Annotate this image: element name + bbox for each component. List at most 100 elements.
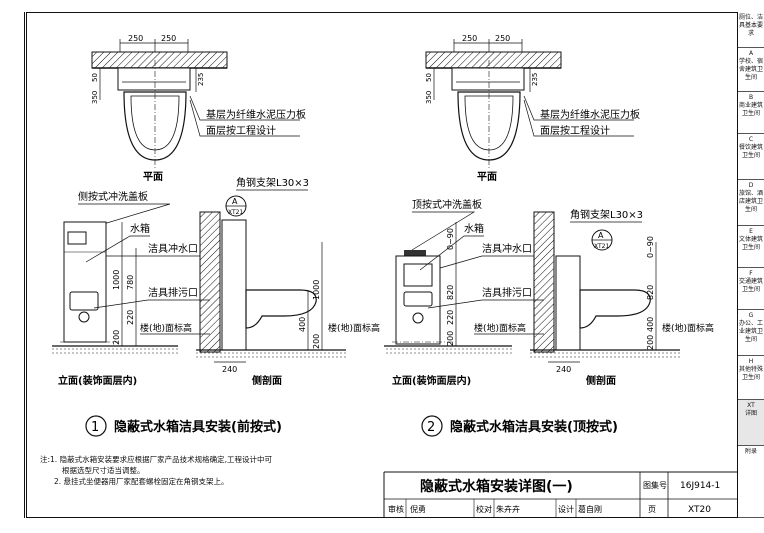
caption-right: 隐蔽式水箱洁具安装(顶按式) bbox=[450, 419, 618, 435]
side-tab-code: B bbox=[748, 94, 754, 101]
side-tab-label: 详图 bbox=[744, 410, 757, 417]
drawing-title: 隐蔽式水箱安装详图(一) bbox=[420, 478, 573, 495]
svg-text:820: 820 bbox=[446, 285, 455, 300]
svg-text:50: 50 bbox=[91, 73, 99, 82]
svg-text:240: 240 bbox=[222, 365, 237, 374]
svg-text:A: A bbox=[598, 231, 604, 240]
side-tab-label: 旅馆、酒店建筑卫生间 bbox=[738, 190, 763, 213]
tank-label: 水箱 bbox=[130, 222, 150, 235]
svg-text:立面(装饰面层内): 立面(装饰面层内) bbox=[392, 374, 471, 387]
side-tab-label: 厕位、洁具基本要求 bbox=[738, 14, 763, 37]
svg-text:设计: 设计 bbox=[558, 504, 574, 514]
side-tab-label: 附录 bbox=[744, 448, 757, 455]
svg-text:洁具冲水口: 洁具冲水口 bbox=[482, 242, 532, 255]
svg-text:XT21: XT21 bbox=[594, 243, 609, 250]
note-line-1: 注:1. 隐蔽式水箱安装要求应根据厂家产品技术规格确定,工程设计中可 bbox=[40, 455, 272, 464]
angle-bracket-label: 角钢支架L30×3 bbox=[236, 176, 309, 189]
svg-text:楼(地)面标高: 楼(地)面标高 bbox=[662, 322, 714, 334]
svg-text:250: 250 bbox=[495, 34, 510, 43]
note-line-2: 根据选型尺寸适当调整。 bbox=[62, 466, 145, 475]
svg-text:XT21: XT21 bbox=[228, 209, 243, 216]
svg-text:侧剖面: 侧剖面 bbox=[586, 374, 616, 387]
elevation-label: 立面(装饰面层内) bbox=[58, 374, 137, 387]
svg-text:1000: 1000 bbox=[112, 270, 121, 290]
right-detail: 250 250 50 350 235 基层为纤维水泥压力板 面层按工程设计 平面… bbox=[384, 34, 714, 437]
side-tab-code: G bbox=[748, 312, 754, 319]
svg-text:200: 200 bbox=[446, 331, 455, 346]
svg-text:200: 200 bbox=[646, 335, 655, 350]
note-base: 基层为纤维水泥压力板 bbox=[206, 108, 306, 121]
elevation-flush-plate bbox=[67, 231, 87, 245]
side-tab-basic[interactable]: 厕位、洁具基本要求 bbox=[738, 12, 764, 48]
svg-text:240: 240 bbox=[556, 365, 571, 374]
svg-text:楼(地)面标高: 楼(地)面标高 bbox=[328, 322, 380, 334]
svg-text:250: 250 bbox=[462, 34, 477, 43]
plan-tank bbox=[117, 67, 191, 91]
side-tab-code: D bbox=[748, 182, 754, 189]
svg-text:顶按式冲洗盖板: 顶按式冲洗盖板 bbox=[412, 198, 482, 211]
title-block: 隐蔽式水箱安装详图(一) 图集号 16J914-1 页 XT20 审核 倪勇 校… bbox=[383, 471, 738, 518]
svg-text:2: 2 bbox=[427, 420, 435, 435]
svg-text:洁具排污口: 洁具排污口 bbox=[482, 286, 532, 299]
note-finish: 面层按工程设计 bbox=[206, 124, 276, 137]
side-tab-label: 办公、工业建筑卫生间 bbox=[738, 320, 763, 343]
caption-left: 隐蔽式水箱洁具安装(前按式) bbox=[114, 419, 282, 435]
side-tab-code: A bbox=[748, 50, 754, 57]
side-tab-label: 交通建筑卫生间 bbox=[738, 278, 763, 293]
elevation-floor bbox=[52, 346, 178, 356]
svg-text:50: 50 bbox=[425, 73, 433, 82]
dim-250-a: 250 bbox=[128, 34, 143, 43]
svg-text:200: 200 bbox=[312, 334, 321, 349]
svg-text:倪勇: 倪勇 bbox=[410, 504, 426, 514]
dim-250-b: 250 bbox=[161, 34, 176, 43]
side-tab-label: 文体建筑卫生间 bbox=[738, 236, 763, 251]
svg-text:1000: 1000 bbox=[312, 280, 321, 300]
section-toilet bbox=[245, 289, 317, 329]
svg-text:400: 400 bbox=[646, 317, 655, 332]
svg-text:角钢支架L30×3: 角钢支架L30×3 bbox=[570, 208, 643, 221]
left-detail: 250 250 50 350 235 基层为纤维水泥压力板 面层按工程设计 平面… bbox=[52, 34, 380, 437]
notes: 注:1. 隐蔽式水箱安装要求应根据厂家产品技术规格确定,工程设计中可 根据选型尺… bbox=[40, 454, 272, 487]
side-tab-label: 餐饮建筑卫生间 bbox=[738, 144, 763, 159]
svg-text:235: 235 bbox=[531, 73, 539, 86]
section-tank bbox=[221, 219, 247, 351]
svg-text:审核: 审核 bbox=[388, 504, 404, 514]
drawing-frame bbox=[26, 12, 738, 518]
inlet-label: 洁具冲水口 bbox=[148, 242, 198, 255]
side-tab-code: F bbox=[749, 270, 753, 277]
svg-text:平面: 平面 bbox=[477, 171, 497, 183]
svg-text:400: 400 bbox=[298, 317, 307, 332]
svg-text:校对: 校对 bbox=[476, 504, 492, 514]
side-tab-code: E bbox=[749, 228, 753, 235]
svg-text:A: A bbox=[232, 197, 238, 206]
section-label: 侧剖面 bbox=[252, 374, 282, 387]
floor-level-label: 楼(地)面标高 bbox=[140, 322, 192, 334]
svg-text:葛自刚: 葛自刚 bbox=[578, 504, 602, 514]
side-tab-label: 学校、宿舍建筑卫生间 bbox=[738, 58, 763, 81]
side-tab-code: H bbox=[748, 358, 754, 365]
side-tab-label: 商业建筑卫生间 bbox=[738, 102, 763, 117]
svg-text:0~90: 0~90 bbox=[446, 228, 455, 250]
side-tab-appendix[interactable]: 附录 bbox=[738, 446, 764, 518]
svg-text:朱卉卉: 朱卉卉 bbox=[496, 504, 520, 514]
side-tab-code: XT bbox=[747, 402, 755, 409]
svg-text:220: 220 bbox=[446, 310, 455, 325]
svg-text:基层为纤维水泥压力板: 基层为纤维水泥压力板 bbox=[540, 108, 640, 121]
side-tab-code: C bbox=[748, 136, 754, 143]
side-tab-label: 其他特殊卫生间 bbox=[738, 366, 763, 381]
svg-text:220: 220 bbox=[126, 310, 135, 325]
svg-text:820: 820 bbox=[646, 285, 655, 300]
svg-text:面层按工程设计: 面层按工程设计 bbox=[540, 124, 610, 137]
atlas-number: 16J914-1 bbox=[680, 481, 720, 491]
